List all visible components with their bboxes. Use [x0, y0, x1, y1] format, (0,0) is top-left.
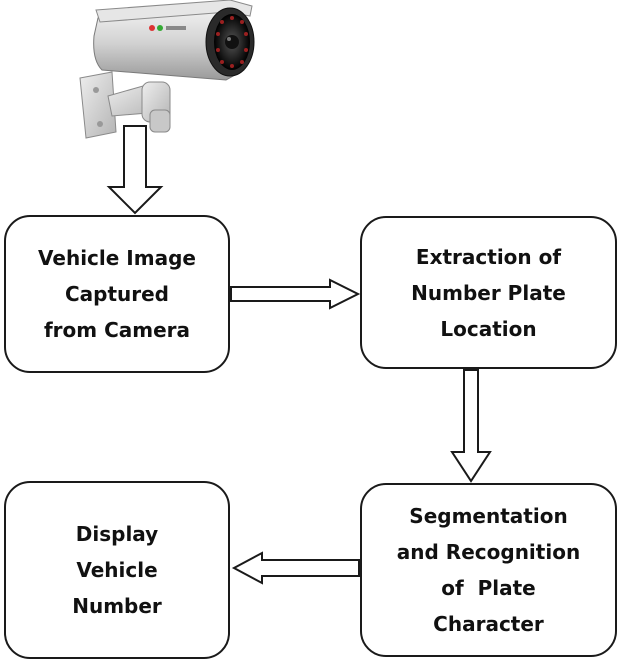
node-extraction-plate-location: Extraction of Number Plate Location: [360, 216, 617, 369]
arrow-camera-to-capture: [106, 125, 164, 215]
node-label: Display Vehicle Number: [72, 522, 162, 618]
node-segmentation-recognition: Segmentation and Recognition of Plate Ch…: [360, 483, 617, 657]
arrow-extract-to-segment: [450, 369, 492, 483]
node-label: Segmentation and Recognition of Plate Ch…: [396, 504, 581, 636]
node-vehicle-image-captured: Vehicle Image Captured from Camera: [4, 215, 230, 373]
arrow-capture-to-extract: [230, 278, 361, 310]
arrow-segment-to-display: [231, 551, 360, 585]
node-display-vehicle-number: Display Vehicle Number: [4, 481, 230, 659]
cctv-camera-icon: [79, 0, 255, 139]
node-label: Extraction of Number Plate Location: [411, 244, 566, 341]
node-label: Vehicle Image Captured from Camera: [38, 246, 196, 342]
